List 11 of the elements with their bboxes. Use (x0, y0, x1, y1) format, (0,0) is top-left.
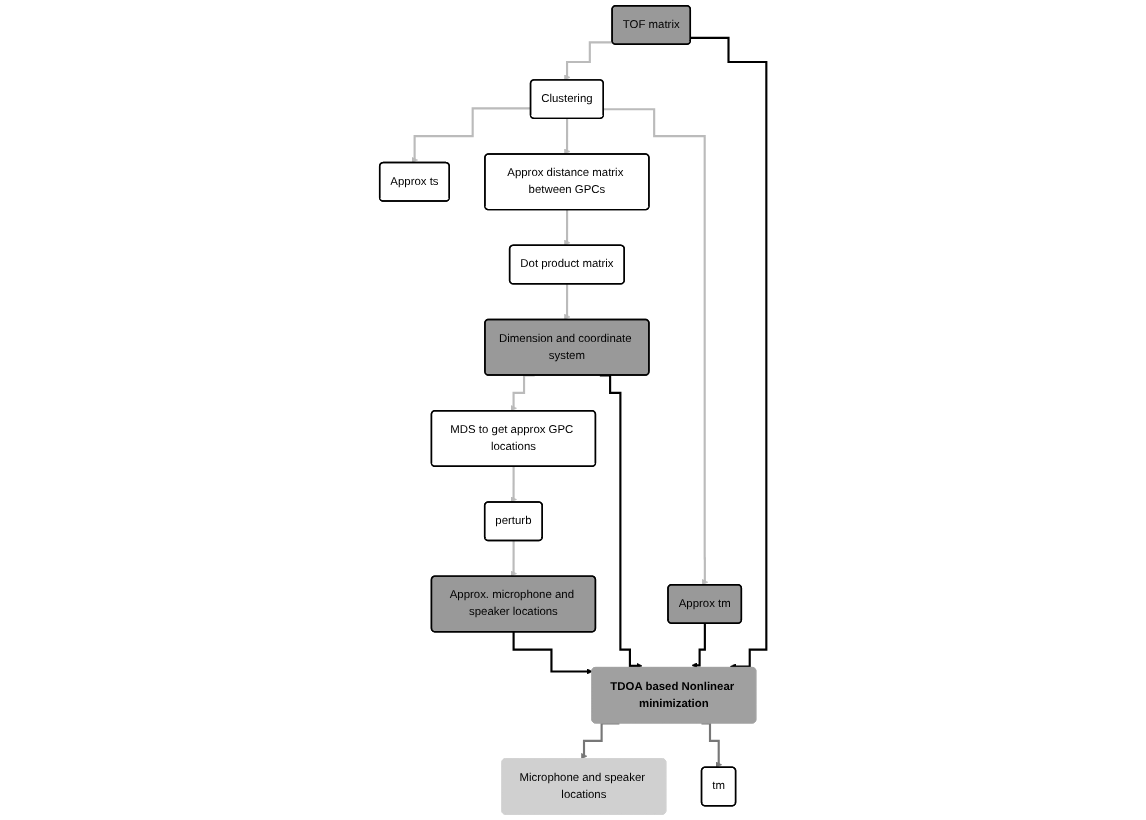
arrow (690, 36, 768, 670)
arrow (603, 108, 709, 586)
arrow (510, 539, 517, 577)
arrow (691, 622, 707, 669)
arrow (564, 208, 571, 246)
arrow (512, 631, 593, 675)
arrow (411, 107, 531, 164)
arrow (564, 283, 571, 321)
arrow (564, 41, 613, 81)
arrow (564, 117, 571, 155)
arrow (510, 465, 517, 503)
